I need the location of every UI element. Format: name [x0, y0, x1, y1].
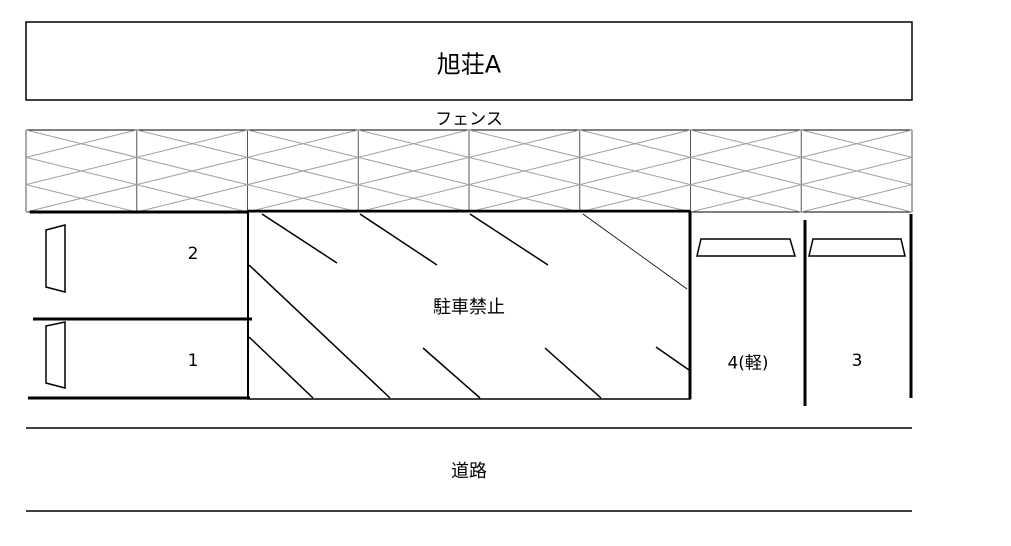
fence-lattice-line	[579, 184, 691, 213]
fence-lattice-line	[25, 129, 137, 158]
fence-lattice-line	[136, 156, 248, 186]
wheel-stop-2	[45, 224, 66, 293]
fence-lattice-line	[358, 129, 470, 158]
building-box	[25, 21, 913, 101]
building-name: 旭荘A	[436, 50, 502, 79]
fence-lattice-line	[801, 184, 913, 213]
space-3-label: 3	[851, 351, 863, 371]
fence-lattice-line	[358, 184, 470, 213]
space-1-label: 1	[187, 351, 199, 371]
fence	[25, 129, 913, 213]
fence-lattice-line	[690, 184, 802, 213]
wheel-stop-3	[808, 238, 906, 257]
fence-lattice-line	[25, 184, 137, 213]
fence-lattice-line	[468, 156, 580, 186]
fence-lattice-line	[690, 129, 802, 158]
road-label: 道路	[451, 461, 487, 482]
fence-lattice-line	[801, 129, 913, 158]
fence-lattice-line	[247, 156, 359, 186]
wheel-stop-1	[45, 321, 66, 389]
fence-lattice-line	[468, 129, 580, 158]
fence-lattice-line	[136, 129, 248, 158]
fence-lattice-line	[579, 129, 691, 158]
no-parking-label: 駐車禁止	[433, 297, 505, 318]
fence-lattice-line	[247, 184, 359, 213]
fence-lattice-line	[690, 156, 802, 186]
wheel-stop-4	[696, 238, 797, 257]
fence-lattice-line	[468, 184, 580, 213]
fence-lattice-line	[579, 156, 691, 186]
space-2-label: 2	[187, 244, 199, 264]
fence-lattice-line	[247, 129, 359, 158]
fence-label: フェンス	[435, 109, 503, 130]
fence-lattice-line	[801, 156, 913, 186]
fence-lattice-line	[136, 184, 248, 213]
hatching	[248, 213, 690, 399]
space-4-label: 4(軽)	[727, 353, 769, 374]
fence-lattice-line	[25, 156, 137, 186]
fence-lattice-line	[358, 156, 470, 186]
